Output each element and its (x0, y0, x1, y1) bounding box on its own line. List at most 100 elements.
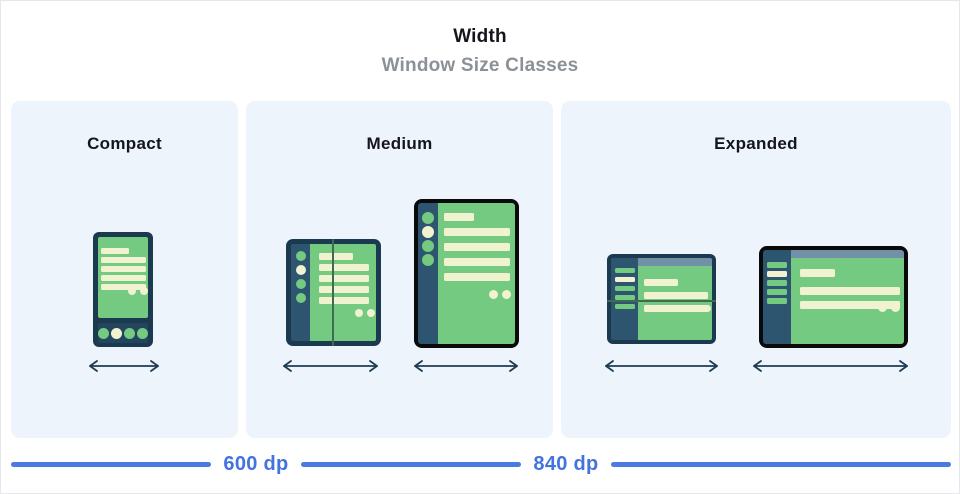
tablet-screen (438, 203, 515, 344)
content-line (444, 243, 510, 251)
rail-dot (295, 293, 306, 303)
content-dots (128, 287, 148, 295)
rail-dot (295, 279, 306, 289)
ruler-line-segment (301, 462, 521, 467)
nav-dot (98, 327, 109, 339)
foldable-body (291, 244, 376, 341)
tablet-portrait-illustration (414, 199, 519, 348)
content-line (319, 286, 369, 293)
app-top-bar (791, 250, 904, 258)
content-line (444, 228, 510, 236)
content-dot (878, 303, 887, 312)
width-arrow-icon (604, 359, 719, 373)
sidebar-item (767, 262, 787, 268)
panel-expanded: Expanded (561, 101, 951, 438)
sidebar-item (767, 280, 787, 286)
device-body (611, 258, 712, 340)
main-screen (638, 266, 712, 340)
width-arrow-icon (282, 359, 379, 373)
rail-dot (422, 254, 434, 266)
phone-portrait-illustration (93, 232, 153, 347)
sidebar-item (614, 295, 635, 300)
panel-compact: Compact (11, 101, 238, 438)
nav-rail (291, 244, 310, 341)
device-body (763, 250, 904, 344)
content-line (800, 269, 835, 277)
nav-dot (124, 327, 135, 339)
phone-nav-bar (98, 323, 148, 343)
content-line (444, 273, 510, 281)
content-line (319, 264, 369, 271)
content-line (444, 258, 510, 266)
main-screen (791, 258, 904, 344)
sidebar-item (767, 271, 787, 277)
content-line (319, 297, 369, 304)
content-line (444, 213, 474, 221)
fold-crease-line (607, 300, 716, 302)
sidebar-item (767, 298, 787, 304)
content-dots (693, 305, 711, 312)
foldable-portrait-illustration (286, 239, 381, 346)
rail-dot (295, 251, 306, 261)
rail-dot (422, 226, 434, 238)
content-dot (355, 309, 363, 317)
diagram-subtitle: Window Size Classes (381, 55, 579, 76)
ruler-line-segment (611, 462, 951, 467)
panel-medium-label: Medium (366, 134, 433, 153)
content-line (644, 305, 708, 312)
diagram-header: Width Window Size Classes (1, 27, 959, 76)
sidebar-item (614, 304, 635, 309)
fold-crease-line (332, 239, 334, 346)
main-column (791, 250, 904, 344)
sidebar-item (614, 277, 635, 282)
content-dots (489, 290, 511, 299)
ruler-line-segment (11, 462, 211, 467)
rail-dot (422, 240, 434, 252)
content-line (319, 253, 353, 260)
panel-medium: Medium (246, 101, 553, 438)
content-line (101, 266, 146, 272)
diagram-title: Width (453, 26, 507, 47)
width-arrow-icon (413, 359, 519, 373)
main-column (638, 258, 712, 340)
content-line (319, 275, 369, 282)
app-top-bar (638, 258, 712, 266)
nav-dot (137, 327, 148, 339)
tablet-body (418, 203, 515, 344)
content-line (101, 275, 146, 281)
content-dots (878, 303, 900, 312)
sidebar-item (614, 268, 635, 273)
breakpoint-600dp-label: 600 dp (223, 453, 289, 475)
rail-dot (295, 265, 306, 275)
content-line (800, 287, 900, 295)
sidebar-item (614, 286, 635, 291)
rail-dot (422, 212, 434, 224)
width-arrow-icon (752, 359, 909, 373)
nav-rail (418, 203, 438, 344)
content-line (644, 292, 708, 299)
content-line (101, 257, 146, 263)
width-arrow-icon (88, 359, 160, 373)
nav-dot (111, 327, 122, 339)
foldable-screen (310, 244, 376, 341)
sidebar-item (767, 289, 787, 295)
breakpoint-840dp-label: 840 dp (533, 453, 599, 475)
content-dot (140, 287, 148, 295)
content-dot (891, 303, 900, 312)
tablet-landscape-illustration (759, 246, 908, 348)
content-dot (128, 287, 136, 295)
content-line (644, 279, 678, 286)
content-dot (704, 305, 711, 312)
content-line (101, 284, 146, 290)
content-line (800, 301, 900, 309)
panel-compact-label: Compact (87, 134, 162, 153)
sidebar-nav (763, 250, 791, 344)
content-line (101, 248, 129, 254)
phone-screen (98, 237, 148, 318)
content-dot (502, 290, 511, 299)
content-dot (489, 290, 498, 299)
foldable-landscape-illustration (607, 254, 716, 344)
panel-expanded-label: Expanded (714, 134, 798, 153)
content-dot (367, 309, 375, 317)
